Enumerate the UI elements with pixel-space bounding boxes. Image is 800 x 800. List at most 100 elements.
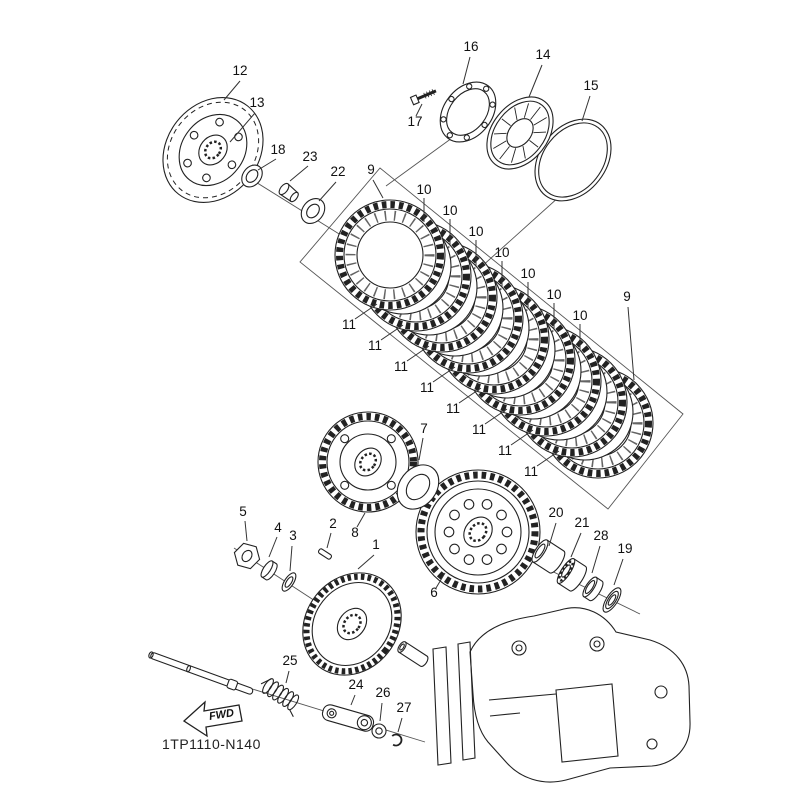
callout-8: 8 <box>351 525 359 540</box>
callout-16: 16 <box>463 39 478 54</box>
callout-10-4: 10 <box>494 245 509 260</box>
leader-line <box>536 450 560 467</box>
construction-line <box>385 137 453 187</box>
callout-10-7: 10 <box>572 308 587 323</box>
leader-line <box>289 165 309 182</box>
leader-line <box>458 387 482 404</box>
push-rod <box>148 651 254 695</box>
callout-27: 27 <box>396 700 411 715</box>
return-spring <box>260 678 300 718</box>
leader-line <box>528 64 543 98</box>
leader-line <box>581 95 591 122</box>
washer-small <box>371 723 387 739</box>
leader-line <box>318 181 337 202</box>
callout-11-4: 11 <box>420 380 434 395</box>
leader-line <box>462 56 471 85</box>
fwd-arrow: FWD <box>182 700 243 738</box>
callout-18: 18 <box>270 142 285 157</box>
clutch-boss <box>317 411 419 513</box>
callout-17: 17 <box>407 114 422 129</box>
leader-line <box>326 532 332 549</box>
callout-5: 5 <box>239 504 247 519</box>
callout-2: 2 <box>329 516 337 531</box>
leader-line <box>613 558 624 586</box>
oil-seal <box>602 587 622 613</box>
key <box>317 548 333 560</box>
release-bearing <box>241 164 263 188</box>
push-rod-end <box>278 182 299 203</box>
lock-washer <box>260 560 278 581</box>
callout-9-right: 9 <box>623 289 631 304</box>
callout-11-3: 11 <box>394 359 408 374</box>
clutch-spring-plate <box>486 96 554 170</box>
callout-11-1: 11 <box>342 317 356 332</box>
callout-11-6: 11 <box>472 422 486 437</box>
leader-line <box>570 532 582 558</box>
push-lever <box>321 704 375 732</box>
callout-9-left: 9 <box>367 162 375 177</box>
callout-12: 12 <box>232 63 247 78</box>
callout-14: 14 <box>535 47 551 62</box>
callout-24: 24 <box>348 677 364 692</box>
friction-plate <box>335 200 445 310</box>
leader-line <box>223 80 241 101</box>
callout-1: 1 <box>372 537 380 552</box>
plate-group-envelope <box>299 167 684 510</box>
callout-6: 6 <box>430 585 438 600</box>
leader-line <box>397 717 403 733</box>
circlip <box>389 733 403 747</box>
construction-line <box>479 195 561 269</box>
callout-19: 19 <box>617 541 632 556</box>
callouts: 12 13 18 23 22 9 10 10 10 10 10 10 10 9 … <box>232 39 632 715</box>
leader-line <box>350 694 356 706</box>
callout-28: 28 <box>593 528 608 543</box>
leader-lines <box>223 56 635 733</box>
callout-23: 23 <box>302 149 317 164</box>
leader-line <box>510 429 534 446</box>
callout-10-1: 10 <box>416 182 431 197</box>
bolt <box>409 89 437 106</box>
diagram-code: 1TP1110-N140 <box>162 736 261 752</box>
leader-line <box>372 179 384 199</box>
leader-line <box>380 324 404 341</box>
callout-26: 26 <box>375 685 390 700</box>
leader-line <box>356 512 366 528</box>
pressure-plate <box>162 97 264 203</box>
callout-21: 21 <box>574 515 589 530</box>
leader-line <box>289 545 293 572</box>
bearing <box>556 558 588 592</box>
callout-3: 3 <box>289 528 297 543</box>
shaft-stub <box>397 641 429 667</box>
leader-line <box>432 366 456 383</box>
spacer <box>531 539 566 574</box>
callout-10-5: 10 <box>520 266 535 281</box>
callout-15: 15 <box>583 78 598 93</box>
leader-line <box>406 345 430 362</box>
leader-line <box>357 554 375 570</box>
leader-line <box>379 702 383 722</box>
leader-line <box>415 103 423 117</box>
callout-13: 13 <box>249 95 264 110</box>
nut <box>233 542 261 570</box>
fwd-label: FWD <box>208 707 235 723</box>
leader-line <box>229 112 256 143</box>
leader-line <box>244 520 248 542</box>
callout-10-6: 10 <box>546 287 561 302</box>
clutch-housing <box>415 469 541 595</box>
callout-20: 20 <box>548 505 563 520</box>
leader-line <box>418 437 424 461</box>
callout-11-2: 11 <box>368 338 382 353</box>
spring-seat-plate <box>439 81 497 143</box>
callout-10-3: 10 <box>468 224 483 239</box>
leader-line <box>627 306 635 381</box>
callout-11-7: 11 <box>498 443 512 458</box>
callout-10-2: 10 <box>442 203 457 218</box>
leader-line <box>285 670 290 684</box>
leader-line <box>268 536 278 558</box>
leader-line <box>591 545 601 574</box>
thrust-washer <box>396 464 440 510</box>
plate-washer <box>300 198 326 224</box>
callout-22: 22 <box>330 164 345 179</box>
callout-4: 4 <box>274 520 282 535</box>
